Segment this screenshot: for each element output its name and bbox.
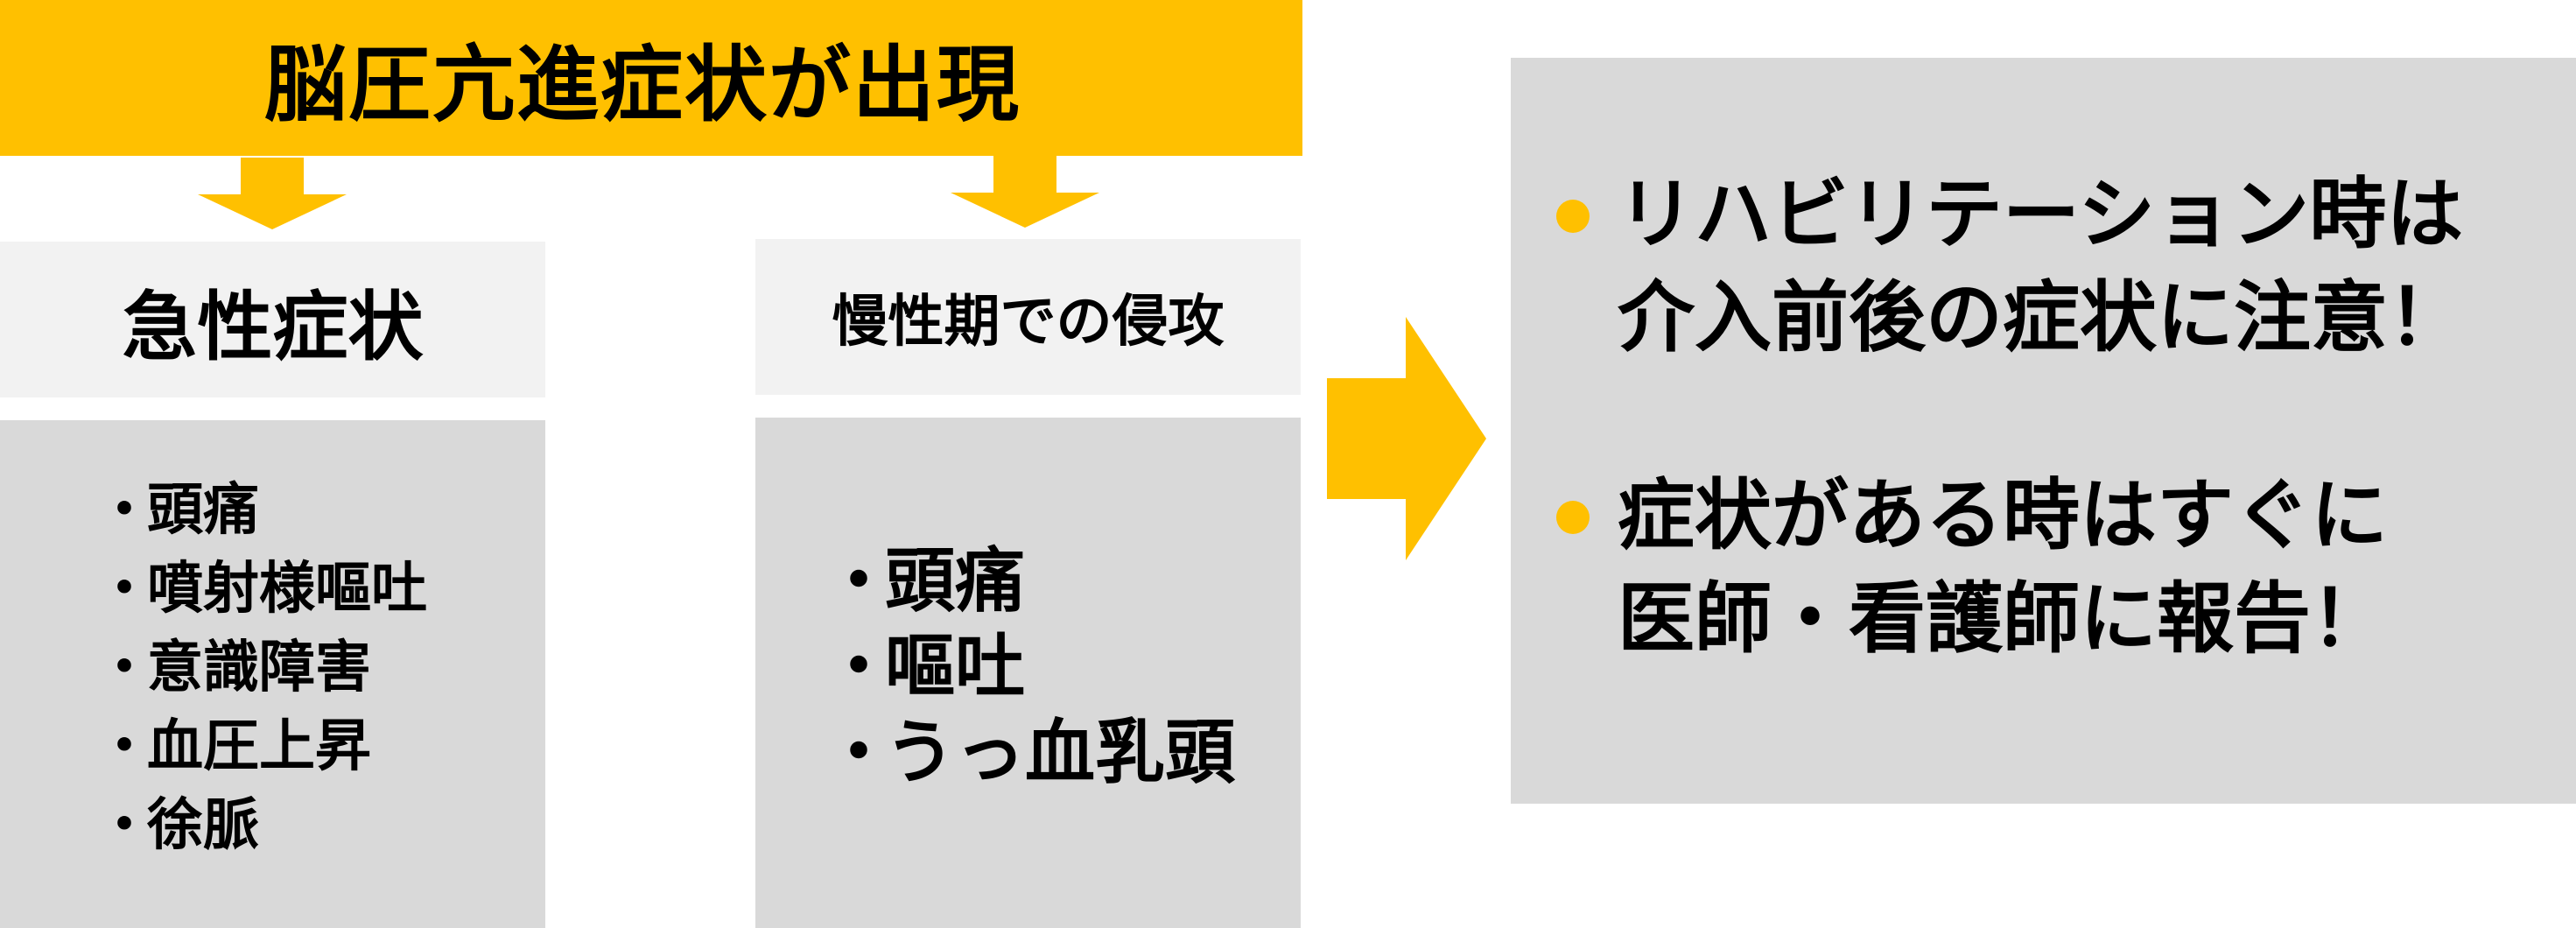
list-item: ・頭痛 [96,471,427,550]
chronic-symptoms-panel: ・頭痛 ・嘔吐 ・うっ血乳頭 [755,418,1301,928]
bullet-dot-icon [1556,200,1590,233]
down-arrow-chronic [951,156,1099,228]
chronic-phase-header: 慢性期での侵攻 [755,239,1301,395]
bullet-dot-icon [1556,501,1590,534]
acute-symptom-list: ・頭痛 ・噴射様嘔吐 ・意識障害 ・血圧上昇 ・徐脈 [96,471,427,865]
bullet: ・ [96,636,152,700]
bullet: ・ [824,540,894,622]
chronic-symptom-list: ・頭痛 ・嘔吐 ・うっ血乳頭 [824,538,1235,796]
title-banner: 脳圧亢進症状が出現 [0,0,1302,156]
symptom-text: 噴射様嘔吐 [147,557,427,622]
list-item: ・血圧上昇 [96,707,427,786]
note-report-symptoms: 症状がある時はすぐに 医師・看護師に報告！ [1556,464,2388,671]
note-rehab-caution: リハビリテーション時は 介入前後の症状に注意！ [1556,163,2465,369]
down-arrow-acute [198,158,347,229]
symptom-text: 嘔吐 [885,626,1025,707]
note-line: 症状がある時はすぐに [1618,470,2389,560]
list-item: ・頭痛 [824,538,1235,624]
list-item: ・徐脈 [96,786,427,865]
note-line: 介入前後の症状に注意！ [1618,272,2466,362]
note-line: 医師・看護師に報告！ [1618,573,2389,664]
list-item: ・嘔吐 [824,624,1235,710]
page-title: 脳圧亢進症状が出現 [263,38,1021,133]
symptom-text: 頭痛 [885,540,1025,622]
list-item: ・うっ血乳頭 [824,710,1235,796]
symptom-text: うっ血乳頭 [885,712,1235,793]
acute-symptoms-panel: ・頭痛 ・噴射様嘔吐 ・意識障害 ・血圧上昇 ・徐脈 [0,420,545,928]
list-item: ・意識障害 [96,629,427,707]
symptom-text: 頭痛 [147,478,259,543]
bullet: ・ [824,626,894,707]
bullet: ・ [96,714,152,779]
bullet: ・ [824,712,894,793]
symptom-text: 徐脈 [147,793,259,858]
notes-panel: リハビリテーション時は 介入前後の症状に注意！ 症状がある時はすぐに 医師・看護… [1511,58,2576,804]
right-arrow [1327,317,1486,560]
symptom-text: 意識障害 [147,636,371,700]
bullet: ・ [96,557,152,622]
note-line: リハビリテーション時は [1618,169,2464,259]
list-item: ・噴射様嘔吐 [96,550,427,629]
bullet: ・ [96,478,152,543]
acute-symptoms-header: 急性症状 [0,242,545,397]
bullet: ・ [96,793,152,858]
symptom-text: 血圧上昇 [147,714,371,779]
